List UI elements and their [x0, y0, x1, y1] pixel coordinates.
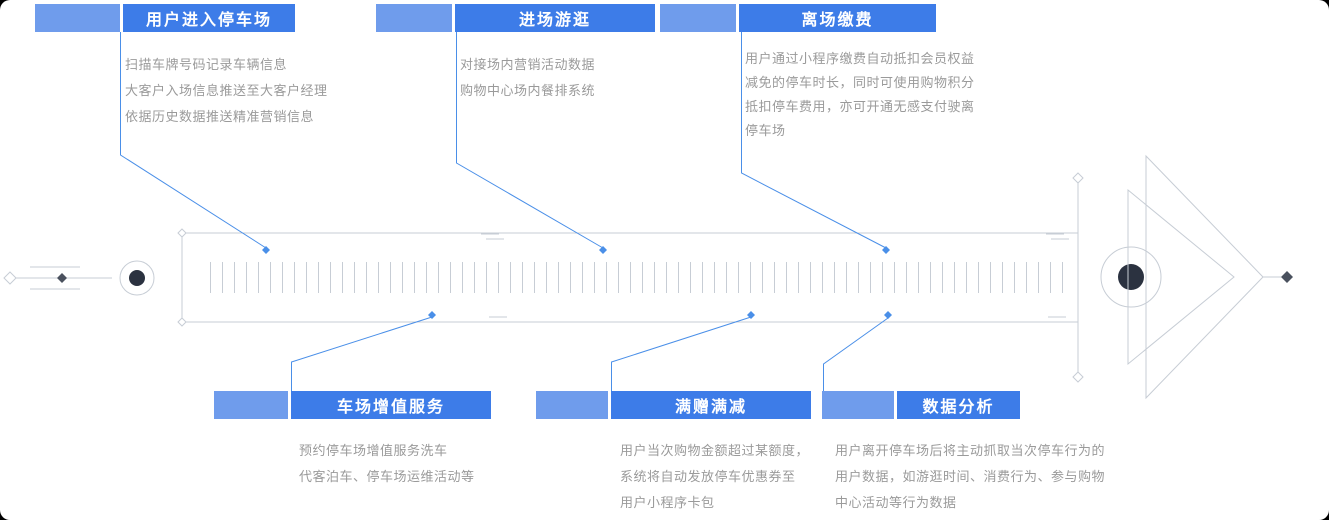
description-line: 用户数据，如游逛时间、消费行为、参与购物 — [835, 469, 1106, 484]
stage-header-label: 满赠满减 — [611, 391, 811, 419]
description-line: 对接场内营销活动数据 — [460, 57, 596, 72]
stage-header-browse-mall: 进场游逛 — [376, 4, 655, 32]
end-diamond-icon — [1281, 271, 1293, 283]
stage-header-label: 离场缴费 — [739, 4, 936, 32]
stage-header-value-added: 车场增值服务 — [214, 391, 491, 419]
stage-description-data-analysis: 用户离开停车场后将主动抓取当次停车行为的 用户数据，如游逛时间、消费行为、参与购… — [835, 438, 1105, 516]
connector-value-added — [291, 316, 433, 391]
arrow-inner-icon — [1127, 188, 1235, 366]
description-line: 用户通过小程序缴费自动抵扣会员权益 — [745, 51, 975, 66]
stage-header-label: 用户进入停车场 — [123, 4, 295, 32]
description-line: 抵扣停车费用，亦可开通无感支付驶离 — [745, 99, 975, 114]
description-line: 依据历史数据推送精准营销信息 — [125, 109, 315, 124]
stage-header-enter-parking: 用户进入停车场 — [35, 4, 295, 32]
stage-description-browse-mall: 对接场内营销活动数据 购物中心场内餐排系统 — [460, 52, 595, 104]
road-ticks — [210, 262, 1066, 293]
end-arrow — [1100, 154, 1293, 400]
description-line: 代客泊车、停车场运维活动等 — [299, 469, 475, 484]
stage-header-label: 数据分析 — [897, 391, 1020, 419]
connector-data-analysis — [823, 317, 889, 391]
stage-header-exit-payment: 离场缴费 — [660, 4, 936, 32]
start-node-icon — [119, 260, 155, 296]
description-line: 预约停车场增值服务洗车 — [299, 443, 448, 458]
start-diamond-icon — [3, 271, 17, 285]
description-line: 用户小程序卡包 — [620, 495, 715, 510]
description-line: 系统将自动发放停车优惠券至 — [620, 469, 796, 484]
start-track-marker-icon — [57, 273, 67, 283]
stage-description-enter-parking: 扫描车牌号码记录车辆信息 大客户入场信息推送至大客户经理 依据历史数据推送精准营… — [125, 52, 328, 130]
description-line: 减免的停车时长，同时可使用购物积分 — [745, 75, 975, 90]
description-line: 购物中心场内餐排系统 — [460, 83, 596, 98]
stage-header-spend-rewards: 满赠满减 — [536, 391, 811, 419]
description-line: 用户离开停车场后将主动抓取当次停车行为的 — [835, 443, 1106, 458]
description-line: 扫描车牌号码记录车辆信息 — [125, 57, 288, 72]
stage-header-accent — [214, 391, 288, 419]
connector-spend-rewards — [611, 316, 752, 391]
description-line: 中心活动等行为数据 — [835, 495, 957, 510]
stage-header-label: 车场增值服务 — [291, 391, 491, 419]
stage-description-exit-payment: 用户通过小程序缴费自动抵扣会员权益 减免的停车时长，同时可使用购物积分 抵扣停车… — [745, 47, 975, 143]
stage-description-spend-rewards: 用户当次购物金额超过某额度， 系统将自动发放停车优惠券至 用户小程序卡包 — [620, 438, 809, 516]
stage-header-label: 进场游逛 — [455, 4, 655, 32]
stage-header-accent — [822, 391, 894, 419]
start-track — [3, 260, 155, 296]
stage-header-accent — [376, 4, 452, 32]
arrow-outer-icon — [1145, 154, 1264, 400]
stage-header-data-analysis: 数据分析 — [822, 391, 1020, 419]
description-line: 大客户入场信息推送至大客户经理 — [125, 83, 328, 98]
stage-description-value-added: 预约停车场增值服务洗车 代客泊车、停车场运维活动等 — [299, 438, 475, 490]
stage-header-accent — [536, 391, 608, 419]
stage-header-accent — [35, 4, 120, 32]
end-node-icon — [1100, 246, 1162, 308]
description-line: 用户当次购物金额超过某额度， — [620, 443, 810, 458]
stage-header-accent — [660, 4, 736, 32]
description-line: 停车场 — [745, 123, 786, 138]
